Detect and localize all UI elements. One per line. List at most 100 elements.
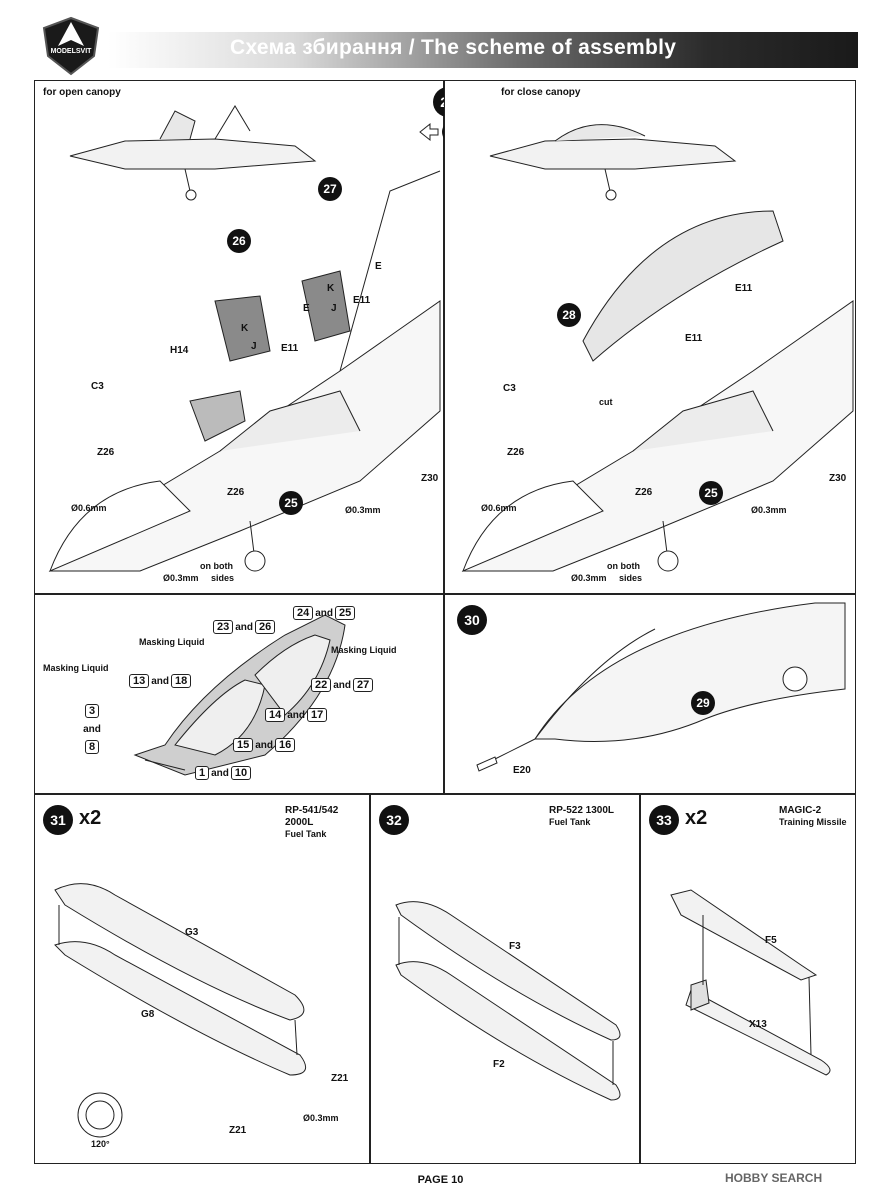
step32-panel: 32 RP-522 1300L Fuel Tank F3 F2 <box>370 794 640 1164</box>
step-33-badge: 33 <box>649 805 679 835</box>
label-c3-r: C3 <box>503 383 516 394</box>
label-g8: G8 <box>141 1009 155 1020</box>
label-k-1: K <box>327 283 335 294</box>
label-z26-a: Z26 <box>97 447 115 458</box>
label-angle-120: 120° <box>91 1139 110 1149</box>
label-j-2: J <box>251 341 257 352</box>
part-24: 24 <box>293 606 314 620</box>
step-31-badge: 31 <box>43 805 73 835</box>
label-on-both: on both <box>200 561 233 571</box>
magic2-missile-diagram <box>670 889 831 1076</box>
page-title: Схема збирання / The scheme of assembly <box>230 36 677 59</box>
part-14: 14 <box>265 708 286 722</box>
masking-liquid-label-1: Masking Liquid <box>43 663 109 673</box>
step31-title-2: 2000L <box>285 817 314 828</box>
label-d06: Ø0.6mm <box>71 503 107 513</box>
part-28-badge: 28 <box>557 303 581 327</box>
part-26: 26 <box>255 620 276 634</box>
part-27-badge: 27 <box>318 177 342 201</box>
step31-panel: 31 x2 RP-541/542 2000L Fuel Tank G3 G8 Z… <box>34 794 370 1164</box>
part-29-ref: 29 <box>691 691 715 715</box>
aircraft-side-view-open <box>69 105 317 201</box>
open-canopy-caption: for open canopy <box>43 87 121 98</box>
part-3: 3 <box>84 704 100 718</box>
nose-cone-diagram <box>476 602 846 772</box>
step31-title-3: Fuel Tank <box>285 829 327 839</box>
label-e-2: E <box>303 303 310 314</box>
part-10: 10 <box>230 766 252 780</box>
label-e-1: E <box>375 261 382 272</box>
step31-multiplier: x2 <box>79 807 102 829</box>
modelsvit-logo <box>42 16 100 76</box>
aircraft-side-view-closed <box>489 124 737 201</box>
part-1: 1 <box>195 766 210 780</box>
part-18: 18 <box>171 674 192 688</box>
label-z30: Z30 <box>421 473 439 484</box>
step30-panel: 30 29 E20 <box>444 594 856 794</box>
aircraft-main-view-closed <box>461 210 854 572</box>
header-bar <box>108 32 858 68</box>
part-27: 27 <box>353 678 374 692</box>
step33-multiplier: x2 <box>685 807 708 829</box>
label-d03-31: Ø0.3mm <box>303 1113 339 1123</box>
label-f5: F5 <box>765 935 777 946</box>
label-z30-r: Z30 <box>829 473 847 484</box>
label-g3: G3 <box>185 927 199 938</box>
part-17: 17 <box>307 708 328 722</box>
close-canopy-caption: for close canopy <box>501 87 581 98</box>
label-cut: cut <box>599 397 613 407</box>
part-25-badge: 25 <box>279 491 303 515</box>
part-16: 16 <box>275 738 296 752</box>
label-f2: F2 <box>493 1059 505 1070</box>
label-x13: X13 <box>749 1019 767 1030</box>
step31-title-1: RP-541/542 <box>285 805 339 816</box>
page-number: PAGE 10 <box>417 1174 464 1186</box>
step-32-badge: 32 <box>379 805 409 835</box>
part-22: 22 <box>311 678 332 692</box>
label-z21-a: Z21 <box>331 1073 349 1084</box>
label-d03-b: Ø0.3mm <box>163 573 199 583</box>
step32-title-1: RP-522 1300L <box>549 805 615 816</box>
label-sides-r: sides <box>619 573 643 583</box>
part-15: 15 <box>233 738 254 752</box>
label-sides: sides <box>211 573 235 583</box>
label-on-both-r: on both <box>607 561 640 571</box>
masking-liquid-label-2: Masking Liquid <box>139 637 205 647</box>
fuel-tank-2000l-diagram <box>54 883 307 1138</box>
label-f3: F3 <box>509 941 521 952</box>
part-25-badge-r: 25 <box>699 481 723 505</box>
part-26-badge: 26 <box>227 229 251 253</box>
label-z26-r-a: Z26 <box>507 447 525 458</box>
label-c3: C3 <box>91 381 104 392</box>
label-e11-r-b: E11 <box>685 333 703 344</box>
label-e11-b: E11 <box>281 343 299 354</box>
part-23: 23 <box>213 620 234 634</box>
label-e11-a: E11 <box>353 295 371 306</box>
part-25: 25 <box>335 606 356 620</box>
step33-title-2: Training Missile <box>779 817 847 827</box>
step32-title-2: Fuel Tank <box>549 817 591 827</box>
watermark: HOBBY SEARCH <box>725 1171 823 1185</box>
step-30-badge: 30 <box>457 605 487 635</box>
fuel-tank-1300l-diagram <box>395 901 621 1101</box>
label-d03-r-a: Ø0.3mm <box>751 505 787 515</box>
canopy-masking-diagram <box>133 614 346 776</box>
label-z26-b: Z26 <box>227 487 245 498</box>
step33-title-1: MAGIC-2 <box>779 805 822 816</box>
logo-text: MODELSVIT <box>50 48 92 55</box>
label-d06-r: Ø0.6mm <box>481 503 517 513</box>
label-h14: H14 <box>170 345 189 356</box>
aircraft-main-view-open <box>48 170 441 572</box>
masking-panel: Masking Liquid Masking Liquid Masking Li… <box>34 594 444 794</box>
label-e20: E20 <box>513 765 531 776</box>
step33-panel: 33 x2 MAGIC-2 Training Missile F5 X13 <box>640 794 856 1164</box>
part-8: 8 <box>84 740 100 754</box>
step29-right-panel: for close canopy 28 C3 Z26 Z26 Z30 E11 E… <box>444 80 856 594</box>
label-e11-r-a: E11 <box>735 283 753 294</box>
